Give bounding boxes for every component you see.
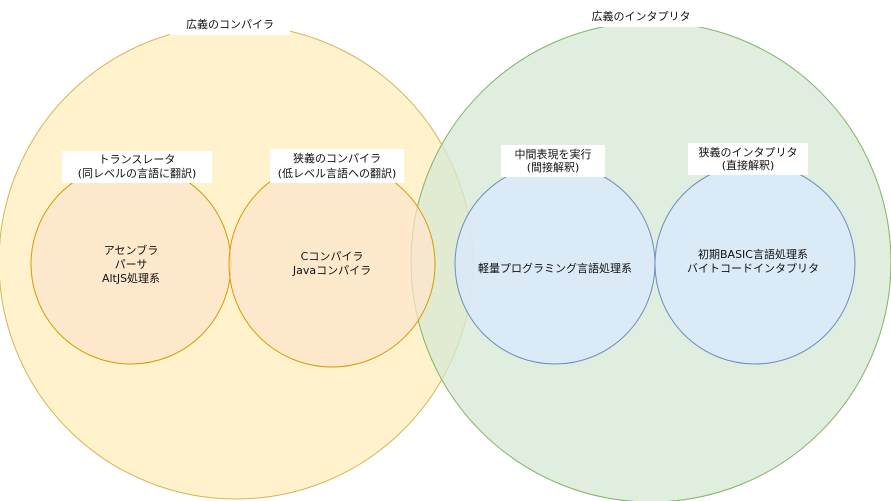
compiler-narrow-label: 狭義のコンパイラ (低レベル言語への翻訳) (270, 149, 404, 183)
interpreter-narrow-label-line1: 狭義のインタプリタ (699, 145, 798, 159)
translator-label-line1: トランスレータ (99, 153, 176, 166)
compiler-narrow-label-line2: (低レベル言語への翻訳) (278, 166, 397, 180)
intermediate-item: 軽量プログラミング言語処理系 (478, 261, 632, 275)
intermediate-label: 中間表現を実行 (間接解釈) (501, 145, 605, 177)
compiler-narrow-label-line1: 狭義のコンパイラ (293, 151, 381, 165)
translator-label-line2: (同レベルの言語に翻訳) (78, 166, 197, 180)
interpreter-narrow-content: 初期BASIC言語処理系 バイトコードインタプリタ (687, 247, 819, 275)
compiler-narrow-item: Cコンパイラ (301, 250, 364, 263)
compiler-narrow-content: Cコンパイラ Javaコンパイラ (292, 250, 371, 277)
translator-label: トランスレータ (同レベルの言語に翻訳) (62, 151, 212, 183)
translator-item: アセンブラ (104, 243, 158, 257)
interpreter-broad-label: 広義のインタプリタ (578, 5, 704, 27)
intermediate-content: 軽量プログラミング言語処理系 (478, 261, 632, 275)
compiler-broad-label: 広義のコンパイラ (170, 13, 290, 35)
translator-content: アセンブラ パーサ AltJS処理系 (102, 243, 160, 285)
intermediate-label-line1: 中間表現を実行 (515, 147, 592, 161)
interpreter-narrow-item: 初期BASIC言語処理系 (698, 247, 808, 261)
translator-item: パーサ (115, 258, 148, 271)
interpreter-narrow-label: 狭義のインタプリタ (直接解釈) (688, 143, 808, 175)
interpreter-narrow-label-line2: (直接解釈) (722, 158, 775, 172)
compiler-narrow-item: Javaコンパイラ (292, 264, 371, 277)
intermediate-label-line2: (間接解釈) (527, 160, 580, 174)
interpreter-broad-label-text: 広義のインタプリタ (592, 9, 691, 23)
compiler-broad-label-text: 広義のコンパイラ (186, 17, 274, 31)
interpreter-narrow-item: バイトコードインタプリタ (687, 262, 819, 275)
translator-item: AltJS処理系 (102, 272, 160, 285)
